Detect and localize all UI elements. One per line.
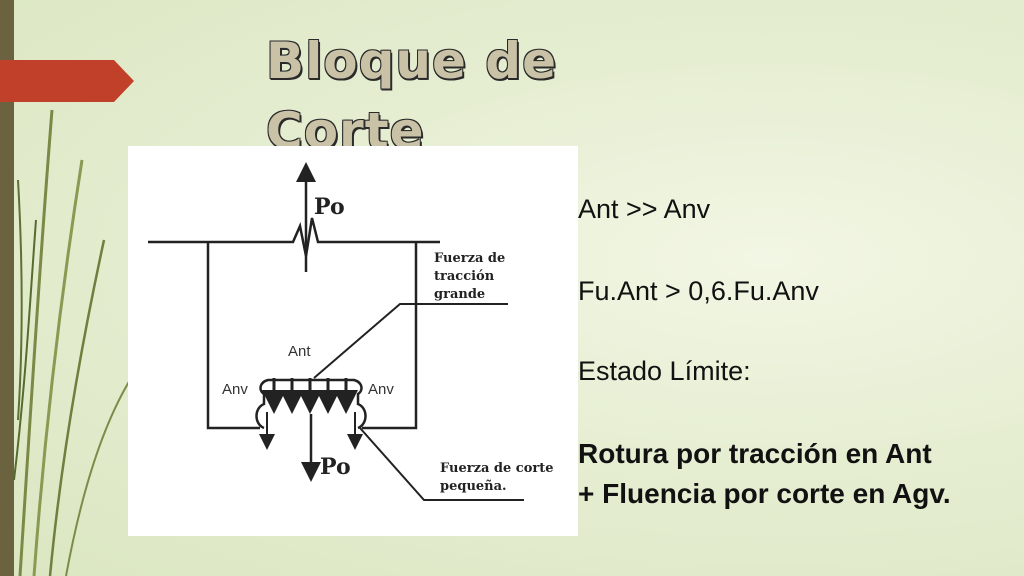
- plate-left-side: [206, 242, 260, 430]
- anv-right-label: Anv: [368, 381, 394, 398]
- top-load-label: Po: [314, 194, 345, 220]
- left-accent-bar: [0, 0, 14, 576]
- top-plate-edge: [148, 217, 440, 257]
- text-line-shear-yield: + Fluencia por corte en Agv.: [578, 478, 951, 509]
- shear-leader-line: [359, 427, 524, 501]
- ant-label: Ant: [288, 343, 311, 360]
- text-line-limit-state: Estado Límite:: [578, 356, 751, 386]
- text-line-ant-anv: Ant >> Anv: [578, 194, 711, 224]
- shear-note-line-2: pequeña.: [440, 479, 507, 494]
- slide-title: Bloque de Corte: [266, 32, 558, 160]
- tension-note-line-2: tracción: [434, 269, 495, 284]
- grass-decoration: [13, 109, 131, 576]
- shear-note-line-1: Fuerza de corte: [440, 461, 554, 476]
- tension-note-line-1: Fuerza de: [434, 251, 505, 266]
- anv-left-label: Anv: [222, 381, 248, 398]
- text-line-tension-rupture: Rotura por tracción en Ant: [578, 438, 932, 469]
- tension-leader-line: [313, 303, 508, 379]
- text-line-fu-ratio: Fu.Ant > 0,6.Fu.Anv: [578, 276, 819, 306]
- plate-right-side: [362, 242, 418, 430]
- title-accent-tab: [0, 60, 134, 102]
- tension-note-line-3: grande: [434, 287, 485, 302]
- block-shear-diagram: Po Po Ant Anv Anv Fuerza de tracción gra…: [128, 146, 578, 536]
- bottom-load-label: Po: [320, 454, 351, 480]
